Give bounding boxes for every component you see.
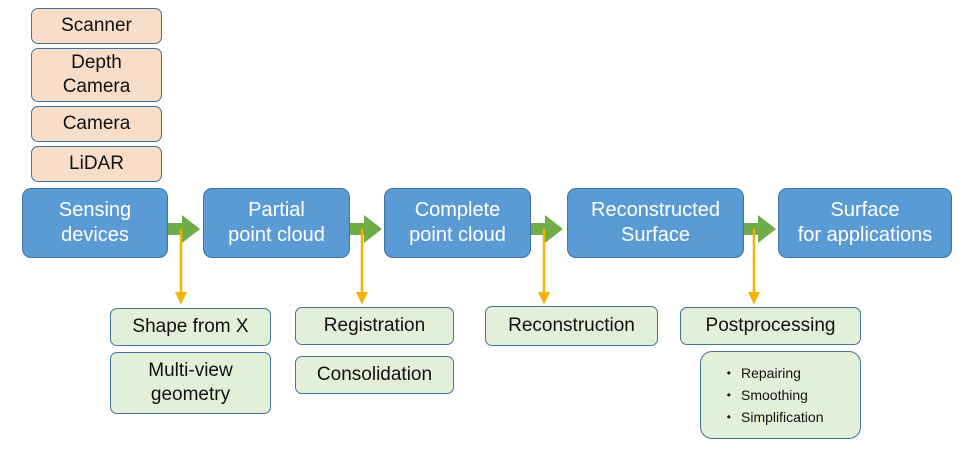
postprocessing-steps: •Repairing •Smoothing •Simplification [700,351,861,439]
step-smoothing: •Smoothing [726,387,808,403]
flow-arrow-2 [350,215,382,243]
step-smoothing-label: Smoothing [741,387,808,403]
method-reconstruction: Reconstruction [485,306,658,346]
method-consolidation: Consolidation [295,356,454,394]
device-camera: Camera [31,106,162,142]
flow-arrow-3 [531,215,563,243]
method-postprocessing: Postprocessing [680,307,861,345]
stage-partial-point-cloud: Partial point cloud [203,188,350,258]
stage-reconstructed-surface: Reconstructed Surface [567,188,744,258]
step-simplification: •Simplification [726,409,824,425]
stage-sensing-devices: Sensing devices [22,188,168,258]
method-registration: Registration [295,307,454,345]
device-scanner: Scanner [31,8,162,44]
device-depth-camera: Depth Camera [31,48,162,102]
step-repairing: •Repairing [726,365,801,381]
flow-arrow-4 [744,215,776,243]
stage-surface-for-applications: Surface for applications [778,188,952,258]
method-shape-from-x: Shape from X [110,308,271,346]
stage-complete-point-cloud: Complete point cloud [384,188,531,258]
step-repairing-label: Repairing [741,365,801,381]
step-simplification-label: Simplification [741,409,824,425]
flow-arrow-1 [168,215,200,243]
device-lidar: LiDAR [31,146,162,182]
method-multi-view-geometry: Multi-view geometry [110,352,271,414]
